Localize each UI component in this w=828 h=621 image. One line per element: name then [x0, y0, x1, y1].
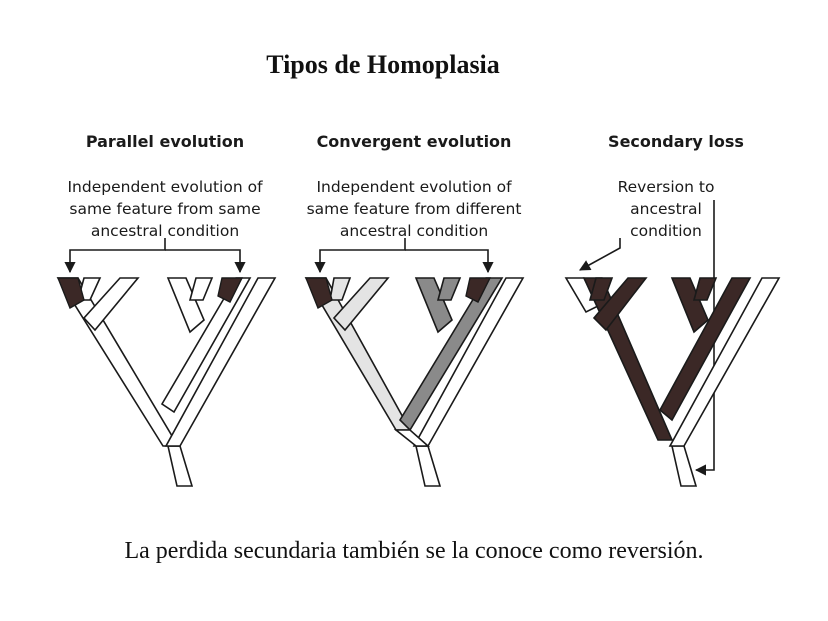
derived-tip: [56, 277, 85, 310]
tree-branch: [166, 277, 205, 334]
callout-bracket: [405, 249, 494, 274]
convergent-evolution-description: Independent evolution of same feature fr…: [284, 176, 544, 242]
tree-trunk: [415, 445, 442, 487]
tree-branch: [393, 429, 431, 447]
convergent-evolution-tree: [304, 238, 525, 487]
parallel-evolution-description: Independent evolution of same feature fr…: [35, 176, 295, 242]
derived-clade: [692, 277, 718, 301]
tree-branch: [188, 277, 214, 301]
tree-branch: [164, 277, 277, 447]
parallel-evolution-tree: [56, 238, 277, 487]
description-line: condition: [630, 222, 702, 240]
derived-clade: [670, 277, 709, 334]
callout-bracket: [165, 249, 246, 274]
tree-branch: [160, 277, 252, 414]
description-line: Independent evolution of: [316, 178, 512, 196]
description-line: Reversion to: [617, 178, 715, 196]
derived-clade: [592, 277, 648, 332]
description-line: same feature from same: [69, 200, 261, 218]
derived-tip: [217, 277, 244, 303]
derived-tip: [304, 277, 333, 310]
callout-arrow: [579, 238, 621, 271]
callout-bracket: [64, 238, 166, 274]
secondary-loss-description: Reversion to ancestral condition: [536, 176, 796, 242]
derived-clade: [658, 277, 752, 422]
light-clade: [332, 277, 390, 332]
parallel-evolution-heading: Parallel evolution: [85, 132, 245, 151]
derived-clade: [588, 277, 614, 301]
tree-trunk: [671, 445, 698, 487]
secondary-loss-tree: [564, 200, 781, 487]
dark-clade: [414, 277, 453, 334]
dark-clade: [436, 277, 462, 301]
description-line: ancestral condition: [90, 222, 240, 240]
tree-branch: [82, 277, 140, 332]
callout-line: [694, 200, 715, 476]
derived-tip: [465, 277, 492, 303]
light-clade: [329, 277, 352, 301]
description-line: Independent evolution of: [67, 178, 263, 196]
caption: La perdida secundaria también se la cono…: [124, 538, 704, 564]
description-line: ancestral: [630, 200, 702, 218]
secondary-loss-heading: Secondary loss: [608, 132, 744, 151]
convergent-evolution-heading: Convergent evolution: [316, 132, 512, 151]
callout-bracket: [314, 238, 406, 274]
page-title: Tipos de Homoplasia: [266, 50, 500, 79]
tree-branch: [668, 277, 781, 447]
description-line: same feature from different: [306, 200, 522, 218]
tree-trunk: [167, 445, 194, 487]
description-line: ancestral condition: [339, 222, 489, 240]
